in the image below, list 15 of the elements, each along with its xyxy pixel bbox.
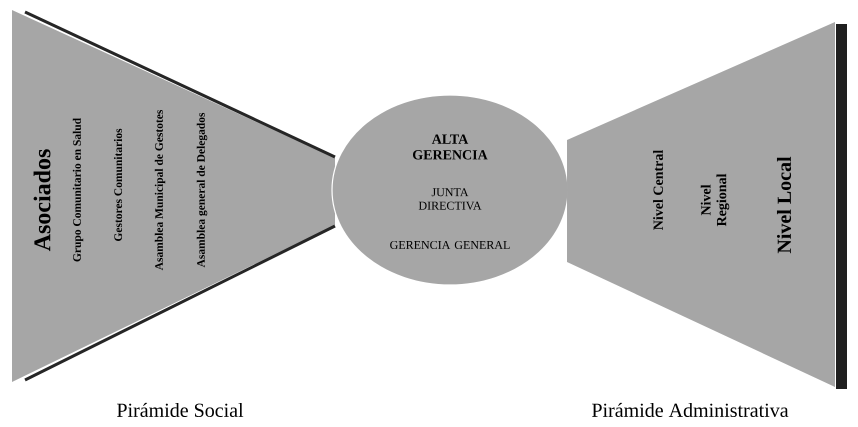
administrative-pyramid <box>567 22 847 389</box>
pyramid-caption: Pirámide Administrativa <box>592 402 788 418</box>
ellipse-label: JUNTA DIRECTIVA <box>418 188 482 210</box>
pyramid-caption: Pirámide Social <box>117 402 244 418</box>
level-label: Asamblea general de Delegados <box>196 112 208 268</box>
level-label: Nivel Local <box>776 156 792 254</box>
level-label: Grupo Comunitario en Salud <box>72 118 84 262</box>
level-label: Asociados <box>34 149 50 252</box>
level-label: Nivel Central <box>653 150 663 230</box>
ellipse-label: GERENCIA GENERAL <box>390 240 510 250</box>
management-ellipse <box>331 94 569 286</box>
ellipse-label: ALTA GERENCIA <box>412 134 488 160</box>
level-label: Nivel Regional <box>700 174 730 226</box>
level-label: Asamblea Municipal de Gestotes <box>154 110 166 270</box>
level-label: Gestores Comunitarios <box>114 128 122 242</box>
